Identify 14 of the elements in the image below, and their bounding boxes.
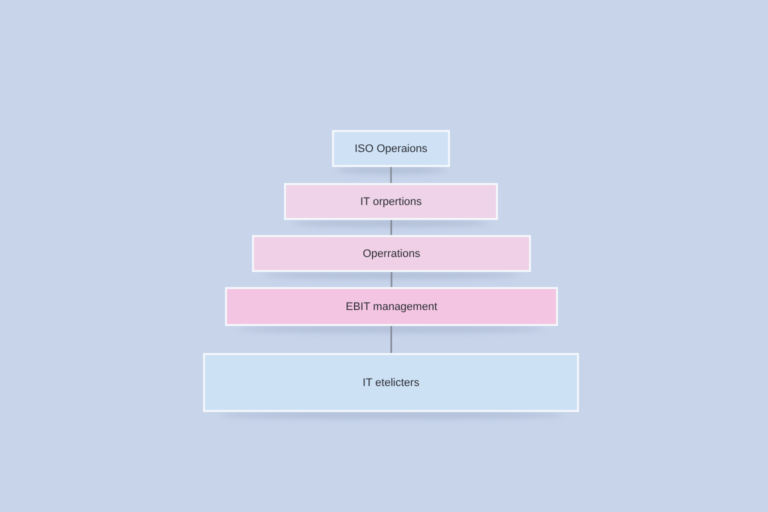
tier-box: [203, 353, 579, 412]
connector-line: [390, 220, 392, 235]
tier-label: ISO Operaions: [354, 142, 428, 154]
tier-box: [284, 183, 498, 220]
tier-label: IT orpertions: [360, 196, 422, 208]
tier-box: [252, 235, 531, 272]
tier-box: [332, 130, 450, 167]
connector-line: [390, 272, 392, 287]
tier-box: [225, 287, 558, 326]
tier-label: IT etelicters: [362, 376, 420, 388]
connector-line: [390, 326, 392, 353]
tier-label: Operrations: [362, 248, 420, 260]
connector-line: [390, 167, 392, 183]
tier-label: EBIT management: [346, 300, 438, 312]
